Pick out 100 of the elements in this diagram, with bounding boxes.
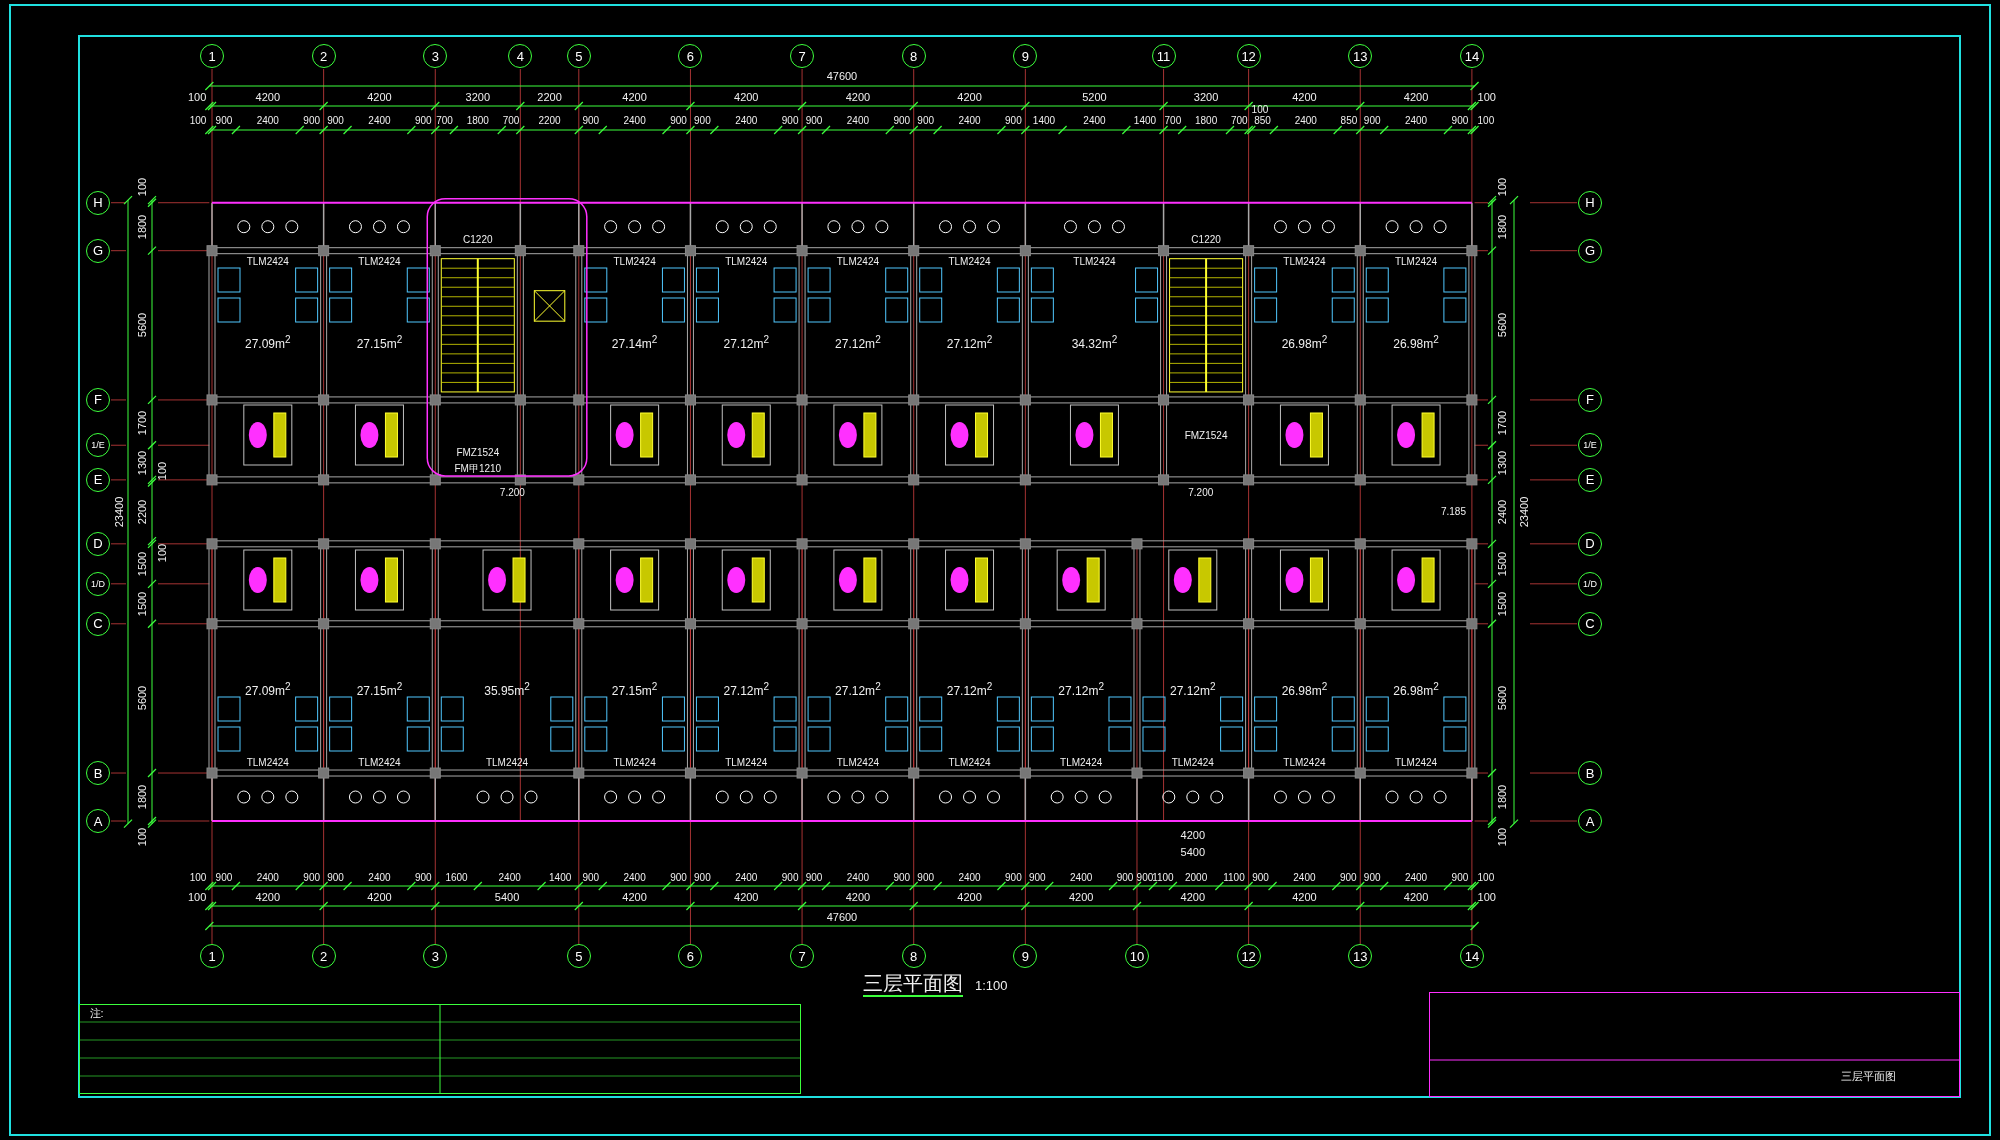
elevation-label: 7.200 bbox=[1188, 488, 1214, 498]
dimension-text: 2400 bbox=[735, 116, 758, 126]
dimension-text: 2000 bbox=[1185, 873, 1208, 883]
dimension-text: 100 bbox=[187, 891, 207, 903]
room-area-label: 27.12m$^{2}$ bbox=[723, 334, 770, 350]
dimension-text: 900 bbox=[805, 116, 823, 126]
dimension-text: 100 bbox=[136, 827, 148, 846]
dimension-text: 700 bbox=[502, 116, 520, 126]
room-area-label: 27.12m$^{2}$ bbox=[1170, 681, 1216, 697]
note-heading: 注: bbox=[89, 1007, 104, 1018]
dimension-text: 1800 bbox=[136, 784, 148, 810]
dimension-text: 1800 bbox=[1496, 784, 1508, 810]
dimension-text: 1400 bbox=[1032, 116, 1056, 126]
dimension-text: 2400 bbox=[958, 116, 981, 126]
window-code: TLM2424 bbox=[1394, 257, 1438, 267]
dimension-text: 850 bbox=[1340, 116, 1358, 126]
elevation-label: 7.185 bbox=[1440, 507, 1466, 517]
dimension-text: 900 bbox=[893, 873, 911, 883]
dimension-text: 2400 bbox=[256, 873, 279, 883]
dimension-text: 100 bbox=[1477, 91, 1496, 103]
dimension-text: 900 bbox=[414, 116, 432, 126]
dimension-text: 900 bbox=[670, 116, 687, 126]
window-code: TLM2424 bbox=[246, 257, 289, 267]
dimension-text: 900 bbox=[1339, 873, 1357, 883]
dimension-text: 900 bbox=[1116, 873, 1134, 883]
dimension-text: 2400 bbox=[368, 873, 391, 883]
window-code: TLM2424 bbox=[1171, 758, 1214, 768]
dimension-text: 2400 bbox=[256, 116, 279, 126]
dimension-text: 2200 bbox=[538, 116, 561, 126]
room-area-label: 26.98m$^{2}$ bbox=[1281, 681, 1328, 697]
door-code: FM甲1210 bbox=[454, 464, 502, 474]
dimension-text: 4200 bbox=[1292, 91, 1317, 103]
dimension-text: 2400 bbox=[1294, 116, 1317, 126]
dimension-text: 3200 bbox=[465, 91, 491, 103]
dimension-text: 4200 bbox=[734, 91, 759, 103]
dimension-text: 4200 bbox=[957, 91, 982, 103]
window-code: TLM2424 bbox=[1073, 257, 1116, 267]
dimension-text: 1600 bbox=[445, 873, 468, 883]
dimension-text: 2400 bbox=[623, 873, 646, 883]
window-code: TLM2424 bbox=[1394, 758, 1438, 768]
window-code: TLM2424 bbox=[725, 257, 768, 267]
room-area-label: 27.15m$^{2}$ bbox=[611, 681, 658, 697]
dimension-text: 900 bbox=[1363, 873, 1381, 883]
dimension-text: 2400 bbox=[846, 116, 869, 126]
dimension-text: 900 bbox=[414, 873, 432, 883]
dimension-text: 2400 bbox=[1083, 116, 1106, 126]
dimension-text: 2400 bbox=[846, 873, 869, 883]
dimension-text: 900 bbox=[327, 873, 344, 883]
dimension-text: 1500 bbox=[1496, 591, 1508, 617]
room-area-label: 26.98m$^{2}$ bbox=[1393, 681, 1439, 697]
dimension-text: 5600 bbox=[136, 313, 148, 338]
room-area-label: 27.12m$^{2}$ bbox=[946, 334, 993, 350]
window-code: TLM2424 bbox=[613, 257, 656, 267]
dimension-text: 2400 bbox=[1293, 873, 1316, 883]
dimension-text: 1400 bbox=[1133, 116, 1157, 126]
dimension-text: 100 bbox=[189, 873, 207, 883]
dimension-text: 900 bbox=[1252, 873, 1269, 883]
dimension-text: 2200 bbox=[136, 499, 148, 525]
dimension-text: 900 bbox=[781, 116, 799, 126]
dimension-text: 2400 bbox=[498, 873, 521, 883]
dimension-text: 1500 bbox=[1496, 551, 1508, 577]
window-code: TLM2424 bbox=[948, 758, 991, 768]
dimension-text: 700 bbox=[436, 116, 453, 126]
dimension-text: 1500 bbox=[136, 551, 148, 577]
dimension-text: 100 bbox=[187, 91, 207, 103]
dimension-text: 900 bbox=[805, 873, 823, 883]
scale-label: 1:100 bbox=[975, 978, 1008, 992]
dimension-text: 4200 bbox=[1403, 891, 1429, 903]
dimension-text: 4200 bbox=[367, 91, 392, 103]
dimension-text: 100 bbox=[1477, 891, 1496, 903]
room-area-label: 27.15m$^{2}$ bbox=[356, 681, 403, 697]
elevation-label: 7.200 bbox=[499, 488, 525, 498]
room-area-label: 27.14m$^{2}$ bbox=[611, 334, 658, 350]
window-code: TLM2424 bbox=[358, 758, 401, 768]
dimension-text: 1100 bbox=[1152, 873, 1174, 883]
dimension-text: 900 bbox=[1451, 873, 1469, 883]
room-area-label: 26.98m$^{2}$ bbox=[1393, 334, 1439, 350]
dimension-text: 900 bbox=[327, 116, 344, 126]
dimension-text: 100 bbox=[1496, 177, 1508, 197]
door-code: FMZ1524 bbox=[1184, 431, 1228, 441]
dimension-text: 700 bbox=[1164, 116, 1182, 126]
window-code: TLM2424 bbox=[1283, 758, 1326, 768]
dimension-text: 2400 bbox=[623, 116, 646, 126]
dimension-text: 900 bbox=[670, 873, 687, 883]
dimension-text: 4200 bbox=[367, 891, 392, 903]
dimension-text: 900 bbox=[1136, 873, 1154, 883]
dimension-text: 900 bbox=[1028, 873, 1046, 883]
dimension-text: 900 bbox=[781, 873, 799, 883]
room-area-label: 27.12m$^{2}$ bbox=[723, 681, 770, 697]
dimension-text: 2400 bbox=[1496, 499, 1508, 525]
dimension-text: 900 bbox=[215, 116, 233, 126]
dimension-text: 1700 bbox=[1496, 410, 1508, 435]
dimension-text: 4200 bbox=[622, 891, 647, 903]
dimension-text: 900 bbox=[1005, 116, 1022, 126]
room-area-label: 26.98m$^{2}$ bbox=[1281, 334, 1328, 350]
window-code: TLM2424 bbox=[948, 257, 991, 267]
dimension-text: 1300 bbox=[136, 450, 148, 475]
dimension-text: 5600 bbox=[136, 686, 148, 711]
dimension-text: 100 bbox=[136, 177, 148, 197]
dimension-text: 1800 bbox=[466, 116, 489, 126]
